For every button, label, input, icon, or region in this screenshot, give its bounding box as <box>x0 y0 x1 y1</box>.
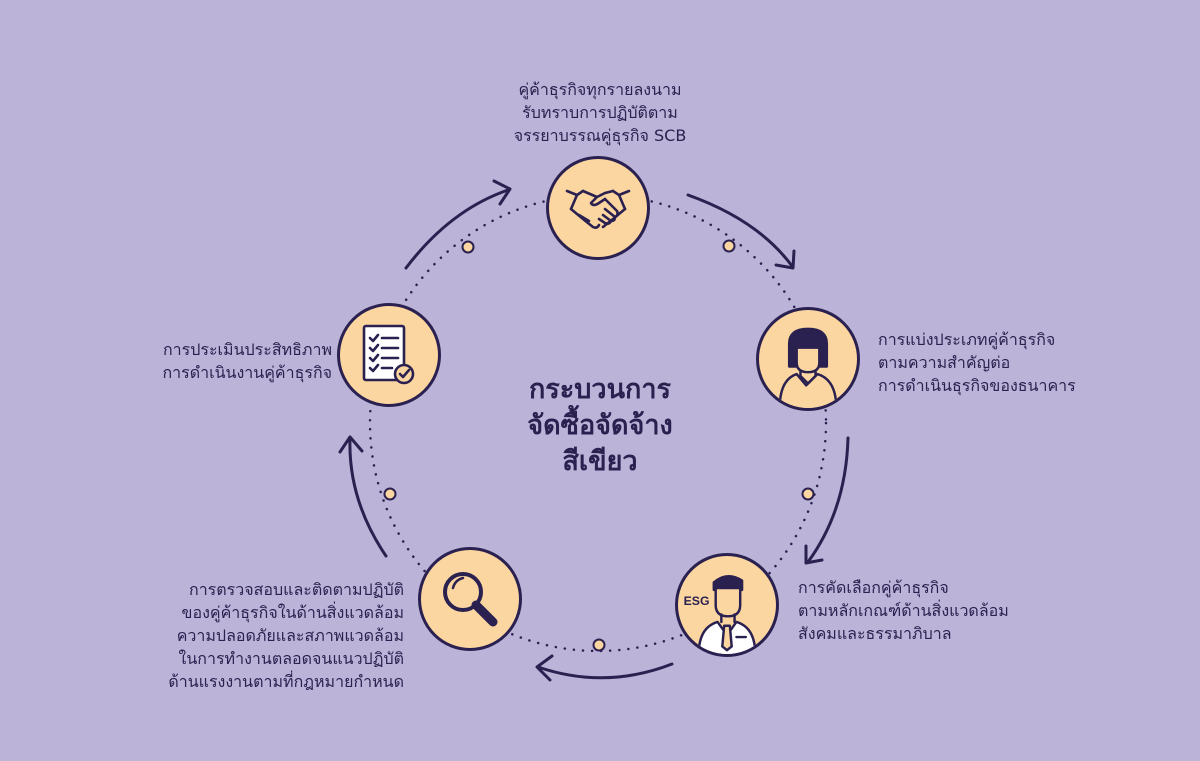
arrow-head <box>535 654 554 682</box>
arrow-head <box>492 179 512 206</box>
step-label-handshake: คู่ค้าธุรกิจทุกรายลงนาม รับทราบการปฏิบัต… <box>480 78 720 147</box>
label-line: จรรยาบรรณคู่ธุรกิจ SCB <box>513 126 687 145</box>
ring-dot <box>383 487 397 501</box>
label-line: ตามหลักเกณฑ์ด้านสิ่งแวดล้อม <box>798 601 1009 620</box>
handshake-icon <box>565 189 631 229</box>
center-title-line: จัดซื้อจัดจ้าง <box>527 410 673 441</box>
label-line: ด้านแรงงานตามที่กฎหมายกำหนด <box>168 672 404 691</box>
label-line: สังคมและธรรมาภิบาล <box>798 624 952 643</box>
node-handshake <box>546 156 650 260</box>
node-person <box>756 307 860 411</box>
node-checklist <box>337 303 441 407</box>
ring-dot <box>801 487 815 501</box>
label-line: การตรวจสอบและติดตามปฏิบัติ <box>189 580 404 599</box>
label-line: การดำเนินธุรกิจของธนาคาร <box>878 376 1076 395</box>
step-label-person: การแบ่งประเภทคู่ค้าธุรกิจ ตามความสำคัญต่… <box>878 328 1076 397</box>
arrow-to-checklist <box>348 436 388 558</box>
label-line: รับทราบการปฏิบัติตาม <box>522 103 678 122</box>
person-icon <box>778 327 838 408</box>
arrow-to-handshake <box>404 188 510 270</box>
center-title-line: สีเขียว <box>562 446 638 477</box>
label-line: ความปลอดภัยและสภาพแวดล้อม <box>176 626 404 645</box>
esg-badge: ESG <box>684 594 710 608</box>
label-line: ในการทำงานตลอดจนแนวปฏิบัติ <box>178 649 404 668</box>
step-label-checklist: การประเมินประสิทธิภาพ การดำเนินงานคู่ค้า… <box>96 338 332 384</box>
ring-dot <box>461 240 475 254</box>
label-line: การประเมินประสิทธิภาพ <box>162 340 332 359</box>
magnifier-icon <box>443 572 498 627</box>
esg-businessman-icon: ESG <box>684 575 757 654</box>
arrow-head <box>804 544 824 565</box>
node-esg: ESG <box>675 553 779 657</box>
ring-dot <box>592 638 606 652</box>
arrow-to-magnifier <box>536 662 674 680</box>
arrow-head <box>338 435 364 454</box>
checklist-icon <box>362 324 415 385</box>
label-line: ของคู่ค้าธุรกิจในด้านสิ่งแวดล้อม <box>181 603 404 622</box>
center-title-line: กระบวนการ <box>528 374 672 405</box>
ring-dot <box>722 239 736 253</box>
label-line: คู่ค้าธุรกิจทุกรายลงนาม <box>518 80 682 99</box>
step-label-magnifier: การตรวจสอบและติดตามปฏิบัติ ของคู่ค้าธุรก… <box>96 578 404 693</box>
arrow-to-person <box>686 193 794 268</box>
arrow-head <box>774 249 796 270</box>
label-line: การแบ่งประเภทคู่ค้าธุรกิจ <box>878 330 1056 349</box>
node-magnifier <box>418 547 522 651</box>
label-line: การดำเนินงานคู่ค้าธุรกิจ <box>162 363 332 382</box>
label-line: การคัดเลือกคู่ค้าธุรกิจ <box>798 578 949 597</box>
step-label-esg: การคัดเลือกคู่ค้าธุรกิจ ตามหลักเกณฑ์ด้าน… <box>798 576 1009 645</box>
center-title: กระบวนการ จัดซื้อจัดจ้าง สีเขียว <box>500 372 700 480</box>
arrow-to-esg <box>806 436 850 564</box>
label-line: ตามความสำคัญต่อ <box>878 353 1011 372</box>
